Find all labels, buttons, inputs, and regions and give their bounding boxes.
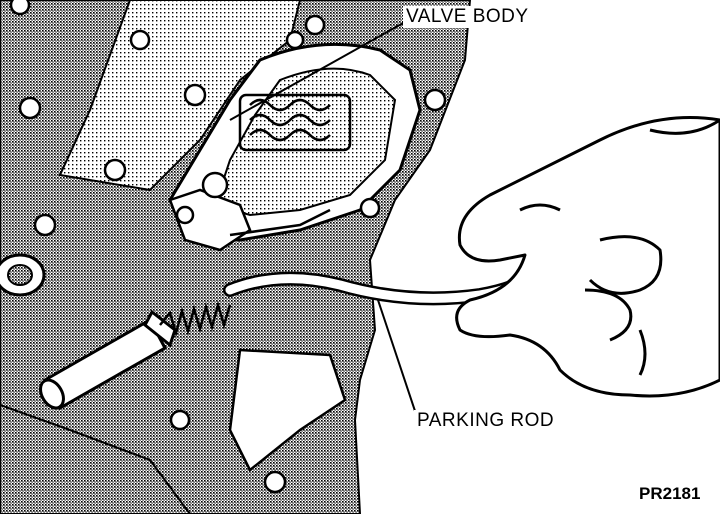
valve-body-leader	[229, 21, 406, 121]
manual-lever	[168, 171, 331, 252]
parking-rod-label: PARKING ROD	[414, 410, 558, 432]
case-plate	[58, 0, 302, 192]
case-lower	[0, 403, 192, 514]
figure-id-label: PR2181	[636, 483, 704, 505]
hand	[455, 116, 720, 398]
parking-rod-spring	[159, 300, 232, 338]
case-detail	[228, 348, 347, 472]
valve-spring	[238, 93, 352, 152]
valve-body-label: VALVE BODY	[403, 6, 532, 28]
parking-rod-leader	[377, 299, 419, 421]
